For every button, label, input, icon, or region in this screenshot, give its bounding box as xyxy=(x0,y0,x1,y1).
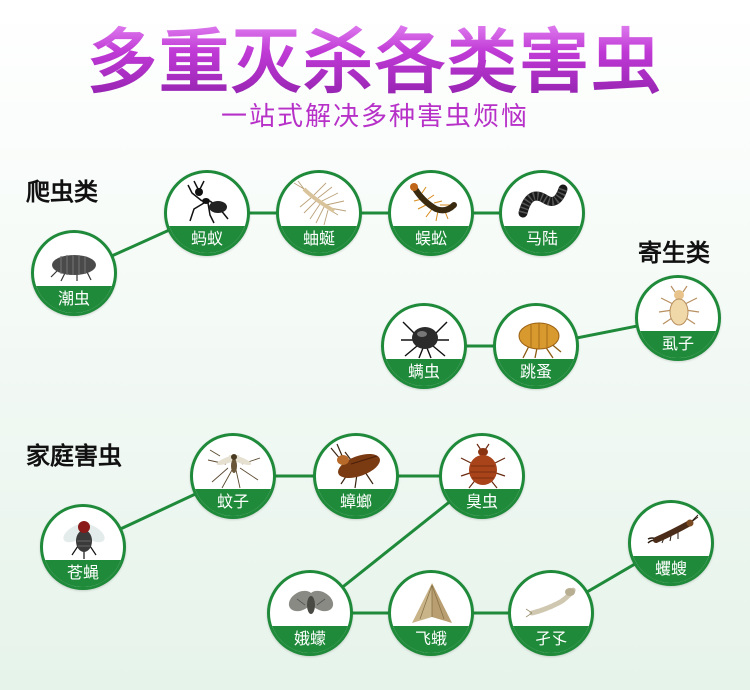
pest-card-qusou[interactable]: 蠼螋 xyxy=(628,500,714,586)
pest-label-youyan: 蚰蜒 xyxy=(279,226,359,253)
pest-card-cangying[interactable]: 苍蝇 xyxy=(40,504,126,590)
pest-card-manchong[interactable]: 螨虫 xyxy=(381,303,467,389)
pest-card-chaochong[interactable]: 潮虫 xyxy=(31,230,117,316)
pest-label-jiejue: 孑孓 xyxy=(511,626,591,653)
pest-card-shizi[interactable]: 虱子 xyxy=(635,275,721,361)
pest-label-malu: 马陆 xyxy=(502,226,582,253)
millipede-icon xyxy=(518,184,568,218)
pest-label-mayi: 蚂蚁 xyxy=(167,226,247,253)
cockroach-icon xyxy=(330,443,380,489)
pest-card-feie[interactable]: 飞蛾 xyxy=(388,570,474,656)
mite-icon xyxy=(401,321,449,359)
flea-icon xyxy=(518,322,562,359)
page-title: 多重灭杀各类害虫 xyxy=(0,6,750,107)
pest-label-wenzi: 蚊子 xyxy=(193,489,273,516)
pest-card-tiaozao[interactable]: 跳蚤 xyxy=(493,303,579,389)
pest-card-zhanglang[interactable]: 蟑螂 xyxy=(313,433,399,519)
ant-icon xyxy=(187,180,229,224)
fly-icon xyxy=(63,521,105,559)
pest-label-qusou: 蠼螋 xyxy=(631,556,711,583)
pest-label-shizi: 虱子 xyxy=(638,331,718,358)
moth-fly-icon xyxy=(288,590,334,614)
pest-label-chouchong: 臭虫 xyxy=(442,489,522,516)
pest-card-wugong[interactable]: 蜈蚣 xyxy=(388,170,474,256)
pest-card-malu[interactable]: 马陆 xyxy=(499,170,585,256)
pest-card-wenzi[interactable]: 蚊子 xyxy=(190,433,276,519)
pest-label-feie: 飞蛾 xyxy=(391,626,471,653)
pest-card-mayi[interactable]: 蚂蚁 xyxy=(164,170,250,256)
page-subtitle: 一站式解决多种害虫烦恼 xyxy=(220,102,529,132)
pest-label-zhanglang: 蟑螂 xyxy=(316,489,396,516)
pest-card-chouchong[interactable]: 臭虫 xyxy=(439,433,525,519)
pest-card-emeng[interactable]: 娥蠓 xyxy=(267,570,353,656)
pest-label-manchong: 螨虫 xyxy=(384,359,464,386)
section-household-label: 家庭害虫 xyxy=(26,442,122,470)
bedbug-icon xyxy=(460,443,506,489)
pest-card-jiejue[interactable]: 孑孓 xyxy=(508,570,594,656)
louse-icon xyxy=(658,285,700,326)
mosquito-larva-icon xyxy=(525,586,577,618)
pest-label-wugong: 蜈蚣 xyxy=(391,226,471,253)
section-crawling-label: 爬虫类 xyxy=(26,178,98,206)
pest-label-emeng: 娥蠓 xyxy=(270,626,350,653)
moth-icon xyxy=(412,583,452,623)
centipede-icon xyxy=(410,183,457,222)
earwig-icon xyxy=(647,514,699,544)
pest-label-tiaozao: 跳蚤 xyxy=(496,359,576,386)
pill-bug-icon xyxy=(50,255,96,282)
section-parasitic-label: 寄生类 xyxy=(638,239,710,267)
pest-label-cangying: 苍蝇 xyxy=(43,560,123,587)
pest-card-youyan[interactable]: 蚰蜒 xyxy=(276,170,362,256)
pest-label-chaochong: 潮虫 xyxy=(34,286,114,313)
house-centipede-icon xyxy=(293,180,347,226)
mosquito-icon xyxy=(207,449,261,489)
